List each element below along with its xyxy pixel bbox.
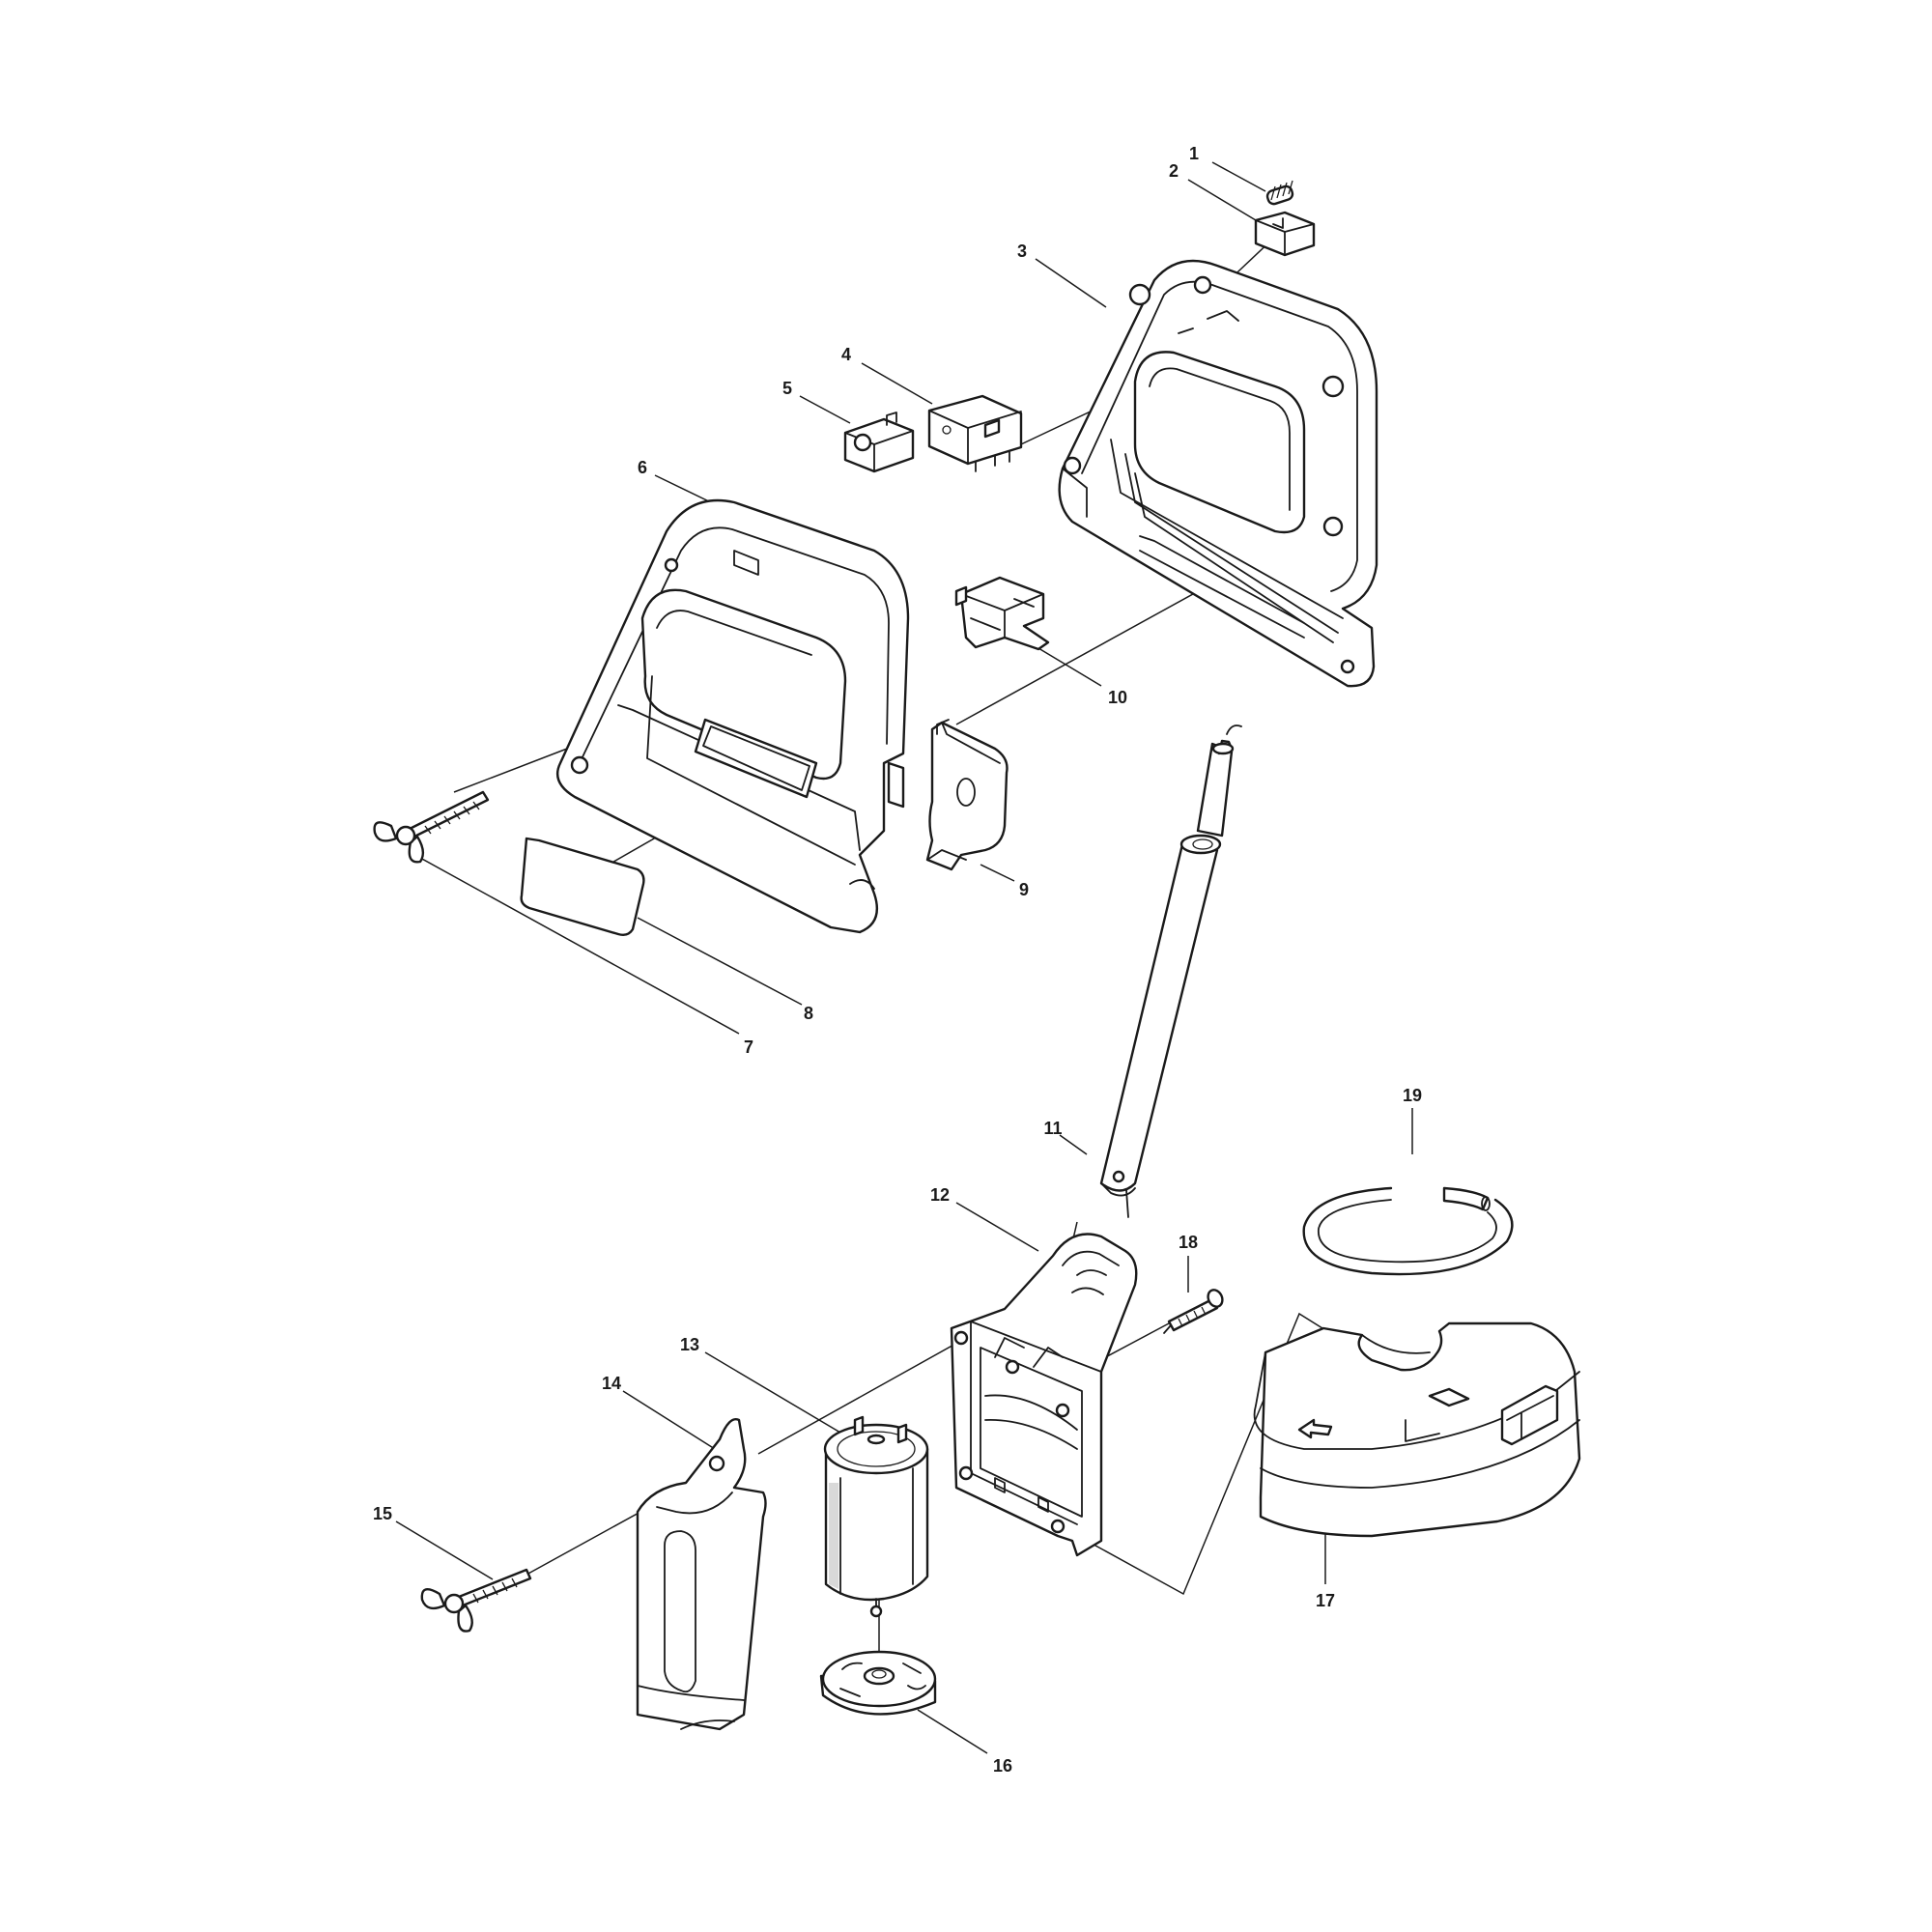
callout-8: 8: [804, 1004, 813, 1023]
part-6-housing-half: [555, 498, 910, 934]
part-12-motor-frame: [950, 1233, 1138, 1557]
leader-5: [799, 395, 851, 424]
leader-4: [861, 362, 933, 405]
callout-6: 6: [638, 458, 647, 477]
leader-13: [704, 1351, 841, 1434]
part-7-wing-screw: [373, 790, 490, 864]
callout-7: 7: [744, 1037, 753, 1057]
part-11-shaft-tube: [1099, 724, 1242, 1218]
leader-3: [1035, 258, 1107, 308]
callout-14: 14: [602, 1374, 621, 1393]
leader-11: [1059, 1134, 1088, 1155]
leader-14-link: [757, 1337, 967, 1455]
leader-10: [1028, 641, 1102, 687]
callout-16: 16: [993, 1756, 1012, 1776]
part-3-housing-half: [1058, 259, 1378, 688]
part-14-handle-cover: [636, 1418, 767, 1731]
part-9-clip: [925, 719, 1009, 871]
part-4-switch: [927, 394, 1023, 472]
part-17-guard: [1253, 1321, 1581, 1538]
callout-15: 15: [373, 1504, 392, 1523]
leader-8: [637, 917, 803, 1006]
leader-14: [622, 1390, 716, 1450]
part-10-cord-clamp: [954, 576, 1050, 651]
leader-9: [980, 864, 1015, 882]
callout-11: 11: [1043, 1119, 1062, 1138]
part-16-fan-base: [819, 1650, 937, 1716]
callout-10: 10: [1108, 688, 1127, 707]
part-1-spring: [1265, 180, 1294, 206]
callout-9: 9: [1019, 880, 1029, 899]
callout-5: 5: [782, 379, 792, 398]
callout-2: 2: [1169, 161, 1179, 181]
part-5-switch-lever: [843, 412, 915, 473]
leader-15: [395, 1520, 494, 1580]
callout-13: 13: [680, 1335, 699, 1354]
leader-16: [917, 1709, 988, 1754]
part-13-motor: [823, 1415, 929, 1618]
leader-6: [654, 474, 716, 505]
part-19-ring: [1302, 1186, 1514, 1276]
part-2-lock-button: [1254, 211, 1316, 257]
part-15-wing-screw: [420, 1568, 532, 1633]
callout-labels: 1 2 3 4 5 6 7 8 9 10 11 12 13 14 15 16 1…: [373, 144, 1422, 1776]
leader-7-screw: [453, 743, 581, 793]
part-8-label: [520, 837, 645, 937]
part-18-screw: [1163, 1289, 1224, 1334]
leader-1: [1211, 161, 1266, 192]
leader-17-link: [1086, 1312, 1339, 1596]
callout-1: 1: [1189, 144, 1199, 163]
callout-12: 12: [930, 1185, 950, 1205]
callout-18: 18: [1179, 1233, 1198, 1252]
callout-17: 17: [1316, 1591, 1335, 1610]
callout-19: 19: [1403, 1086, 1422, 1105]
leader-12: [955, 1202, 1039, 1252]
callout-3: 3: [1017, 242, 1027, 261]
leader-2: [1187, 179, 1257, 221]
callout-4: 4: [841, 345, 851, 364]
leader-7: [419, 857, 740, 1035]
